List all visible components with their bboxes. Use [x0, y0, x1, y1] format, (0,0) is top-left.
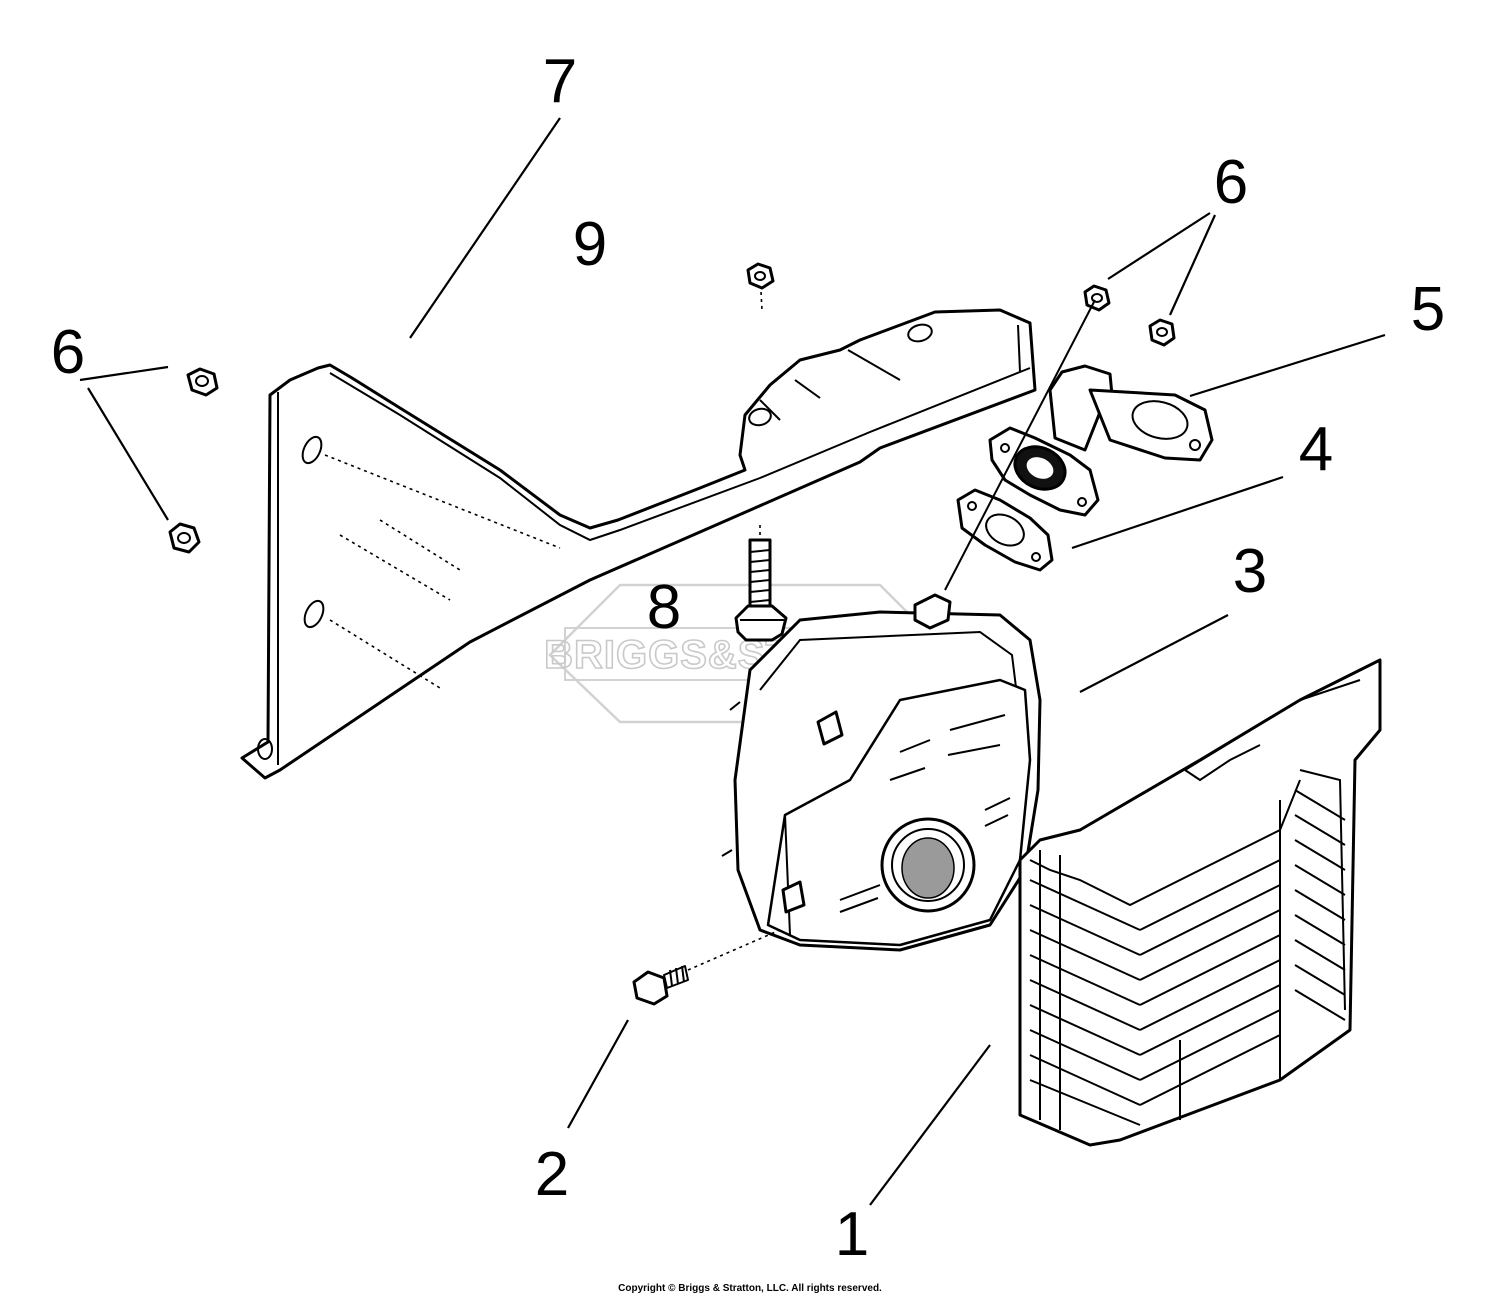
flange-nut-left-lower	[168, 522, 201, 554]
callout-6-left: 6	[51, 318, 85, 387]
leader-3	[1079, 614, 1229, 693]
flange-nut-top	[746, 262, 775, 311]
leader-1	[869, 1044, 991, 1206]
callout-4: 4	[1299, 415, 1333, 484]
callout-7: 7	[543, 47, 577, 116]
leader-lines	[79, 117, 1386, 1206]
flange-nut-left-upper	[186, 367, 219, 397]
callout-2: 2	[535, 1140, 569, 1209]
leader-6a-upper	[79, 365, 169, 382]
flange-nut-exhaust-right	[1148, 318, 1176, 347]
flange-nut-exhaust-left	[1083, 284, 1111, 312]
callout-3: 3	[1233, 537, 1267, 606]
leader-6a-lower	[87, 387, 169, 521]
callout-8: 8	[647, 573, 681, 642]
leader-4	[1071, 475, 1284, 550]
copyright-notice: Copyright © Briggs & Stratton, LLC. All …	[618, 1283, 882, 1294]
leader-6b-left	[1107, 212, 1211, 280]
leader-5	[1189, 333, 1386, 398]
leader-7	[409, 117, 561, 339]
muffler-bracket	[240, 308, 1037, 780]
hex-bolt-vertical	[734, 525, 788, 642]
hex-screw	[632, 929, 781, 1006]
callout-5: 5	[1411, 275, 1445, 344]
exhaust-gasket	[944, 299, 1096, 591]
muffler	[721, 593, 1042, 952]
callout-9: 9	[573, 210, 607, 279]
muffler-guard	[1018, 658, 1382, 1147]
leader-6b-right	[1168, 214, 1217, 316]
callout-1: 1	[835, 1200, 869, 1269]
callout-6-right: 6	[1214, 148, 1248, 217]
leader-2	[567, 1019, 629, 1129]
